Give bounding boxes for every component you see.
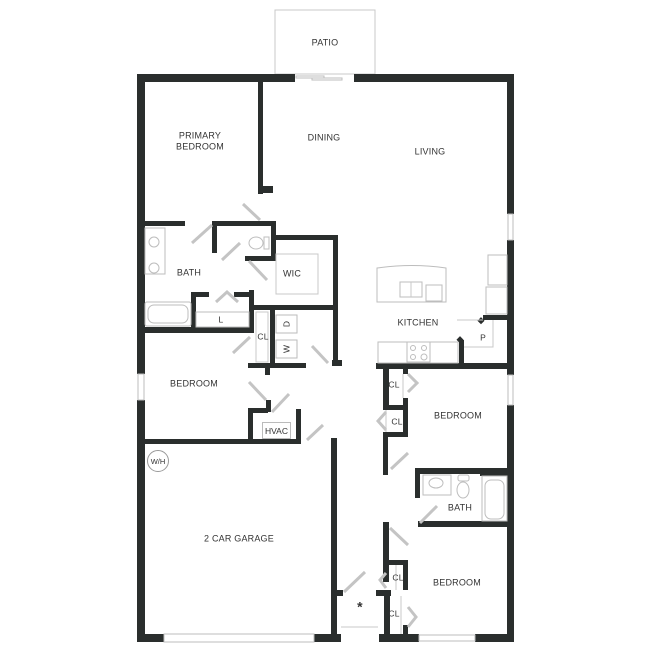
room-label-bedroom-right-lower: BEDROOM	[433, 577, 481, 588]
room-label-pantry: P	[480, 332, 486, 343]
wall-bottom-bed-l	[379, 634, 419, 642]
window-right-1	[507, 213, 514, 241]
room-label-closet-bed3-b: CL	[388, 608, 400, 619]
hvac-unit: HVAC	[262, 422, 291, 439]
room-label-dining: DINING	[307, 132, 341, 143]
wall-left-3	[137, 400, 145, 642]
room-label-wic: WIC	[282, 268, 302, 279]
garage-door	[163, 633, 315, 643]
wall-right-2	[507, 240, 514, 375]
wall-right-1	[507, 74, 514, 214]
room-label-primary-bath: BATH	[176, 267, 202, 278]
room-label-hall-closet: CL	[257, 331, 269, 342]
wall-bottom-garage-r	[314, 634, 341, 642]
room-label-kitchen: KITCHEN	[397, 317, 439, 328]
room-label-patio: PATIO	[311, 37, 339, 48]
room-label-closet-bed2-b: CL	[391, 416, 403, 427]
wall-top-left	[137, 74, 295, 82]
window-right-2	[507, 374, 514, 406]
washer: W	[275, 339, 298, 359]
entry-marker-icon: *	[357, 598, 363, 615]
room-label-primary-bedroom-2: BEDROOM	[176, 141, 224, 152]
room-label-garage: 2 CAR GARAGE	[204, 533, 274, 544]
room-label-bedroom-right-upper: BEDROOM	[434, 410, 482, 421]
wall-left-2	[137, 224, 145, 374]
room-label-bedroom-left: BEDROOM	[170, 378, 218, 389]
water-heater: W/H	[147, 450, 169, 472]
dryer: D	[275, 314, 298, 334]
wall-top-right	[354, 74, 514, 82]
wall-left-1	[137, 74, 145, 224]
room-label-living: LIVING	[414, 146, 446, 157]
room-label-closet-bed2-a: CL	[388, 379, 400, 390]
window-bottom	[418, 634, 476, 642]
room-label-closet-bed3-a: CL	[392, 572, 404, 583]
room-label-linen: L	[218, 314, 224, 325]
room-label-hall-bath: BATH	[447, 502, 473, 513]
room-label-primary-bedroom-1: PRIMARY	[178, 130, 222, 141]
wall-bottom-bed-r	[475, 634, 514, 642]
wall-bottom-garage-l	[137, 634, 164, 642]
patio-outline	[274, 9, 376, 75]
window-left	[137, 373, 145, 401]
